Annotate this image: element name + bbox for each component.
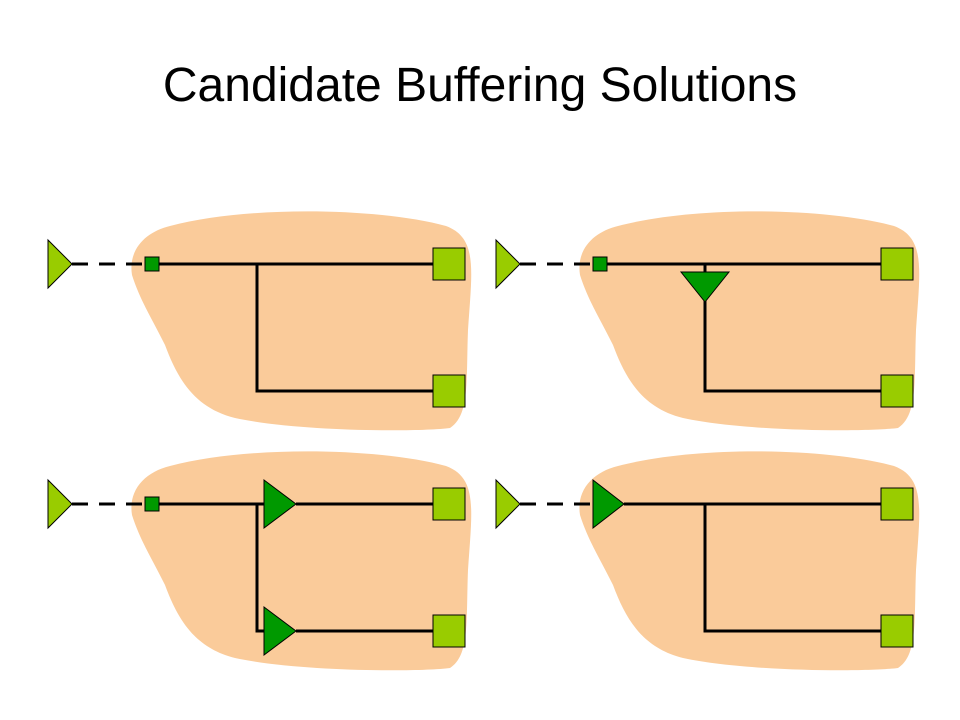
sink-bottom — [432, 614, 466, 648]
buffer-triangle — [592, 478, 625, 530]
region-blob — [131, 211, 472, 431]
sink-bottom — [880, 374, 914, 408]
buffer-triangle-bottom — [263, 606, 297, 656]
wire-branch — [255, 264, 433, 393]
buffer-triangle-top — [263, 479, 297, 529]
page-title: Candidate Buffering Solutions — [162, 59, 798, 112]
region-blob — [579, 451, 920, 671]
driver-triangle — [495, 478, 521, 530]
panel-buffer-on-branch — [495, 211, 920, 431]
region-blob — [579, 211, 920, 431]
sink-top — [432, 247, 466, 281]
wire-branch — [703, 300, 881, 393]
sink-top — [432, 487, 466, 521]
driver-triangle — [495, 238, 521, 290]
wire-branch — [703, 504, 881, 633]
steiner-node — [144, 496, 160, 512]
panel-buffer-per-sink — [47, 451, 472, 671]
panel-unbuffered — [47, 211, 472, 431]
buffer-triangle — [679, 271, 731, 303]
driver-triangle — [47, 238, 73, 290]
steiner-node — [592, 256, 608, 272]
steiner-node — [144, 256, 160, 272]
sink-top — [880, 247, 914, 281]
sink-bottom — [432, 374, 466, 408]
sink-top — [880, 487, 914, 521]
region-blob — [131, 451, 472, 671]
wire-branch — [255, 504, 264, 633]
sink-bottom — [880, 614, 914, 648]
panel-buffer-at-root — [495, 451, 920, 671]
driver-triangle — [47, 478, 73, 530]
